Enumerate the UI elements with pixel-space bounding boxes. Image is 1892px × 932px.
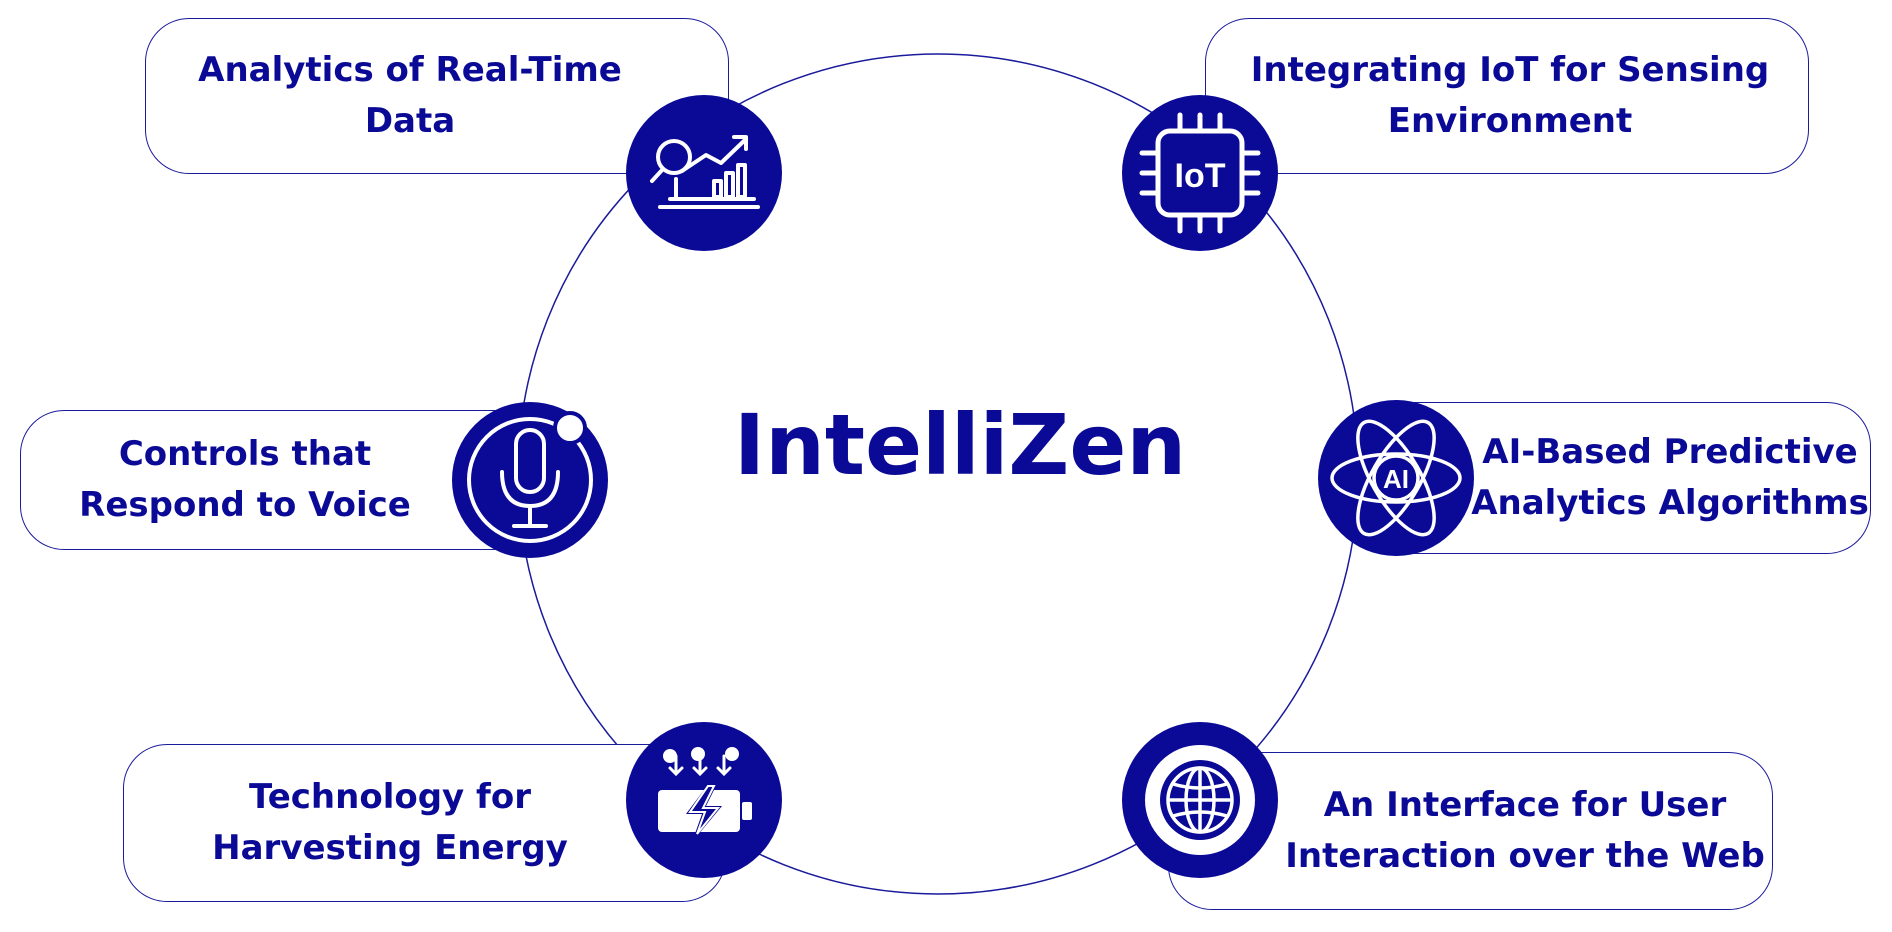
energy-battery-icon [658,747,752,842]
label-iot-line2: Environment [1387,101,1633,141]
label-energy: Technology for Harvesting Energy [170,744,610,902]
label-voice-line2: Respond to Voice [79,485,411,525]
label-ai: AI-Based Predictive Analytics Algorithms [1470,402,1870,554]
label-analytics-line2: Data [364,101,456,141]
node-energy [626,722,782,878]
node-ai: AI [1318,400,1474,556]
microphone-icon [467,411,593,543]
label-analytics: Analytics of Real-Time Data [145,18,675,174]
card-energy [123,744,726,902]
label-iot: Integrating IoT for Sensing Environment [1251,18,1769,174]
label-web: An Interface for User Interaction over t… [1285,752,1765,910]
ai-atom-icon: AI [1330,419,1462,537]
label-ai-line1: AI-Based Predictive [1482,432,1858,472]
iot-icon-text: IoT [1175,157,1226,195]
card-iot [1205,18,1809,174]
analytics-chart-icon [650,135,760,209]
label-analytics-line1: Analytics of Real-Time [198,50,622,90]
node-web [1122,722,1278,878]
label-energy-line2: Harvesting Energy [212,828,568,868]
label-web-line1: An Interface for User [1323,785,1727,825]
label-iot-line1: Integrating IoT for Sensing [1250,50,1770,90]
ai-icon-text: AI [1383,464,1409,494]
iot-chip-icon: IoT [1139,112,1261,234]
label-web-line2: Interaction over the Web [1285,836,1765,876]
node-iot: IoT [1122,95,1278,251]
node-analytics [626,95,782,251]
center-title: IntelliZen [733,396,1187,494]
label-ai-line2: Analytics Algorithms [1471,483,1869,523]
label-energy-line1: Technology for [249,777,531,817]
label-voice: Controls that Respond to Voice [40,410,450,550]
node-voice [452,402,608,558]
label-voice-line1: Controls that [118,434,372,474]
globe-icon [1145,745,1255,855]
